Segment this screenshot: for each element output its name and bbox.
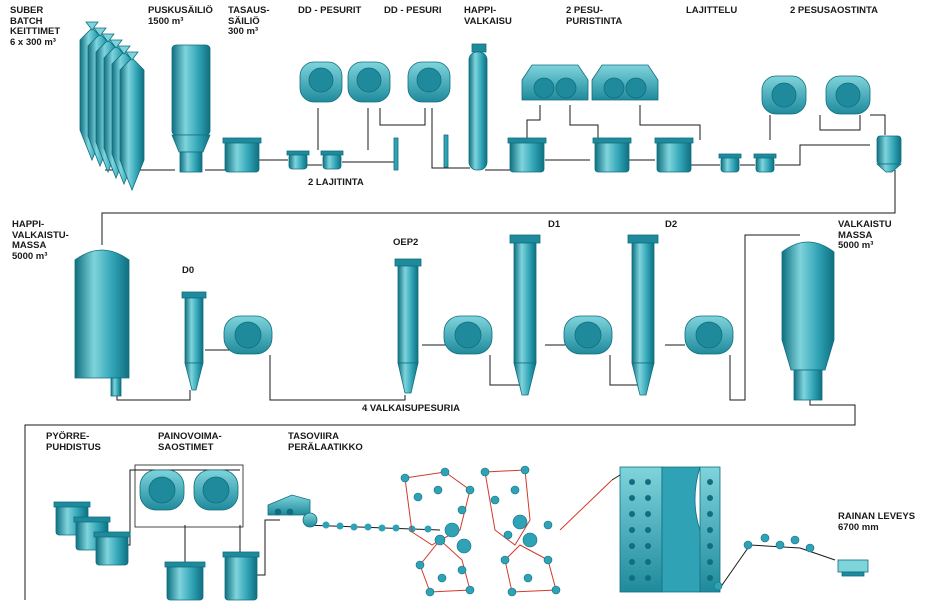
label-d2: D2 [665, 219, 678, 230]
bleach-washer-3 [684, 315, 734, 355]
pipe-mid-to-bottom [24, 400, 856, 600]
pipe-tank-up [526, 105, 541, 140]
dryer-section [619, 466, 721, 593]
d2-tower [627, 234, 659, 396]
label-suber-batch: SUBER BATCH KEITTIMET 6 x 300 m³ [10, 5, 61, 48]
label-painovoimasaostimet: PAINOVOIMA- SAOSTIMET [158, 431, 222, 453]
pipe-press-links [569, 105, 701, 140]
d1-tower [509, 234, 541, 396]
press-rolls [400, 465, 561, 597]
wire-section [302, 512, 441, 533]
pipe-tank-to-d0 [116, 390, 191, 401]
pipe-top-to-mid [101, 170, 896, 245]
label-dd-pesuri: DD - PESURI [384, 5, 442, 16]
d0-tower [181, 291, 207, 391]
label-tasaussailio: TASAUS- SÄILIÖ 300 m³ [228, 5, 270, 37]
label-d0: D0 [182, 265, 195, 276]
screens-top-2 [718, 153, 777, 173]
bleach-washer-0 [223, 315, 273, 355]
pipe-dd-links [342, 108, 426, 163]
headbox [267, 494, 311, 516]
label-happivalkaisu: HAPPI- VALKAISU [464, 5, 512, 27]
centrifugal-cleaners [53, 501, 131, 566]
label-oep2: OEP2 [393, 237, 419, 248]
oxygen-reactor [468, 43, 488, 171]
dd-washers [299, 61, 451, 171]
dewater-tanks [164, 551, 260, 601]
pipe-tanks-to-headbox [255, 519, 280, 576]
bleach-washer-1 [443, 315, 493, 355]
label-valkaisupesuria: 4 VALKAISUPESURIA [362, 403, 461, 414]
pipe-washer0-down [269, 355, 406, 401]
label-tasoviira: TASOVIIRA PERÄLAATIKKO [288, 431, 363, 453]
label-lajittelu: LAJITTELU [686, 5, 738, 16]
label-happivalkaistumassa: HAPPI- VALKAISTU- MASSA 5000 m³ [12, 219, 69, 262]
label-pesupuristinta: 2 PESU- PURISTINTA [566, 5, 623, 27]
equalizing-tank [222, 137, 262, 173]
label-pyorrepuhdistus: PYÖRRE- PUHDISTUS [46, 431, 101, 453]
pipe-to-reel [799, 547, 836, 561]
label-puskusailio: PUSKUSÄILIÖ 1500 m³ [148, 5, 213, 27]
bleached-storage [781, 241, 835, 401]
small-tank-right [875, 135, 903, 173]
pipe-dd3-down [431, 108, 470, 169]
finishing-rolls [713, 533, 815, 591]
label-dd-pesurit: DD - PESURIT [298, 5, 362, 16]
label-pesusaostinta: 2 PESUSAOSTINTA [790, 5, 878, 16]
gravity-thickeners [134, 464, 244, 528]
wash-thickeners [761, 75, 871, 115]
pipe-screen2-link [740, 144, 870, 166]
oep2-tower [394, 258, 422, 394]
screens-top [286, 150, 344, 170]
pipe-dewater-down [184, 525, 241, 565]
label-lajitinta: 2 LAJITINTA [308, 177, 364, 188]
pipe-washer-links [769, 114, 886, 140]
blow-tank [171, 44, 211, 173]
oxygen-bleached-storage [74, 249, 130, 397]
batch-cookers [79, 21, 145, 192]
pipe-washer3-to-bleached [729, 234, 800, 401]
wash-presses [521, 64, 659, 101]
pipes [24, 105, 896, 600]
label-valkaistu-massa: VALKAISTU MASSA 5000 m³ [838, 219, 892, 251]
pipe-tanks-links [545, 159, 720, 166]
tanks-top [507, 137, 694, 173]
label-d1: D1 [548, 219, 561, 230]
reel [837, 559, 869, 577]
label-rainan-leveys: RAINAN LEVEYS 6700 mm [838, 511, 916, 533]
bleach-washer-2 [563, 315, 613, 355]
dryer-cylinders [629, 479, 713, 581]
